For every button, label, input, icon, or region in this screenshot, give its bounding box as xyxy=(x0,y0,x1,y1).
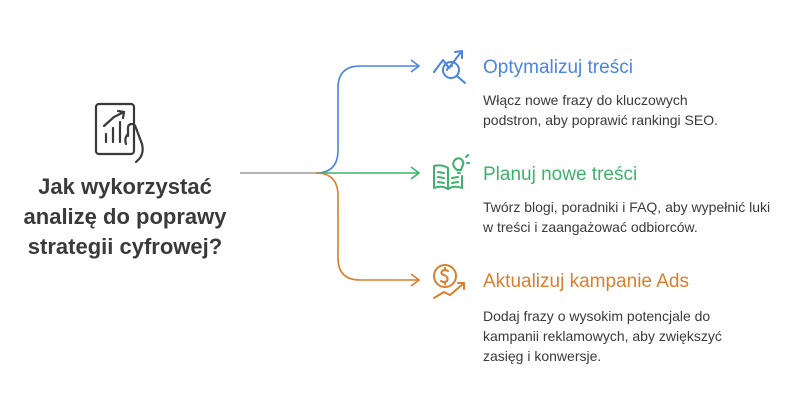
chart-magnifier-icon xyxy=(433,50,466,84)
branch-desc-optimize: Włącz nowe frazy do kluczowych podstron,… xyxy=(483,92,719,128)
branch-desc-plan: Twórz blogi, poradniki i FAQ, aby wypełn… xyxy=(483,199,771,235)
branch-line-blue xyxy=(315,65,418,174)
branch-desc-ads: Dodaj frazy o wysokim potencjale do kamp… xyxy=(483,308,722,364)
branch-title-plan: Planuj nowe treści xyxy=(483,164,638,185)
tablet-chart-icon xyxy=(94,102,144,164)
arrow-orange xyxy=(410,273,421,287)
branch-title-optimize: Optymalizuj treści xyxy=(483,57,633,78)
branch-title-ads: Aktualizuj kampanie Ads xyxy=(483,271,689,292)
main-question: Jak wykorzystać analizę do poprawy strat… xyxy=(23,174,227,259)
arrow-blue xyxy=(410,59,421,73)
branch-line-orange xyxy=(315,172,418,281)
dollar-growth-icon xyxy=(433,264,465,299)
book-lightbulb-icon xyxy=(433,154,470,190)
arrow-green xyxy=(410,166,421,180)
